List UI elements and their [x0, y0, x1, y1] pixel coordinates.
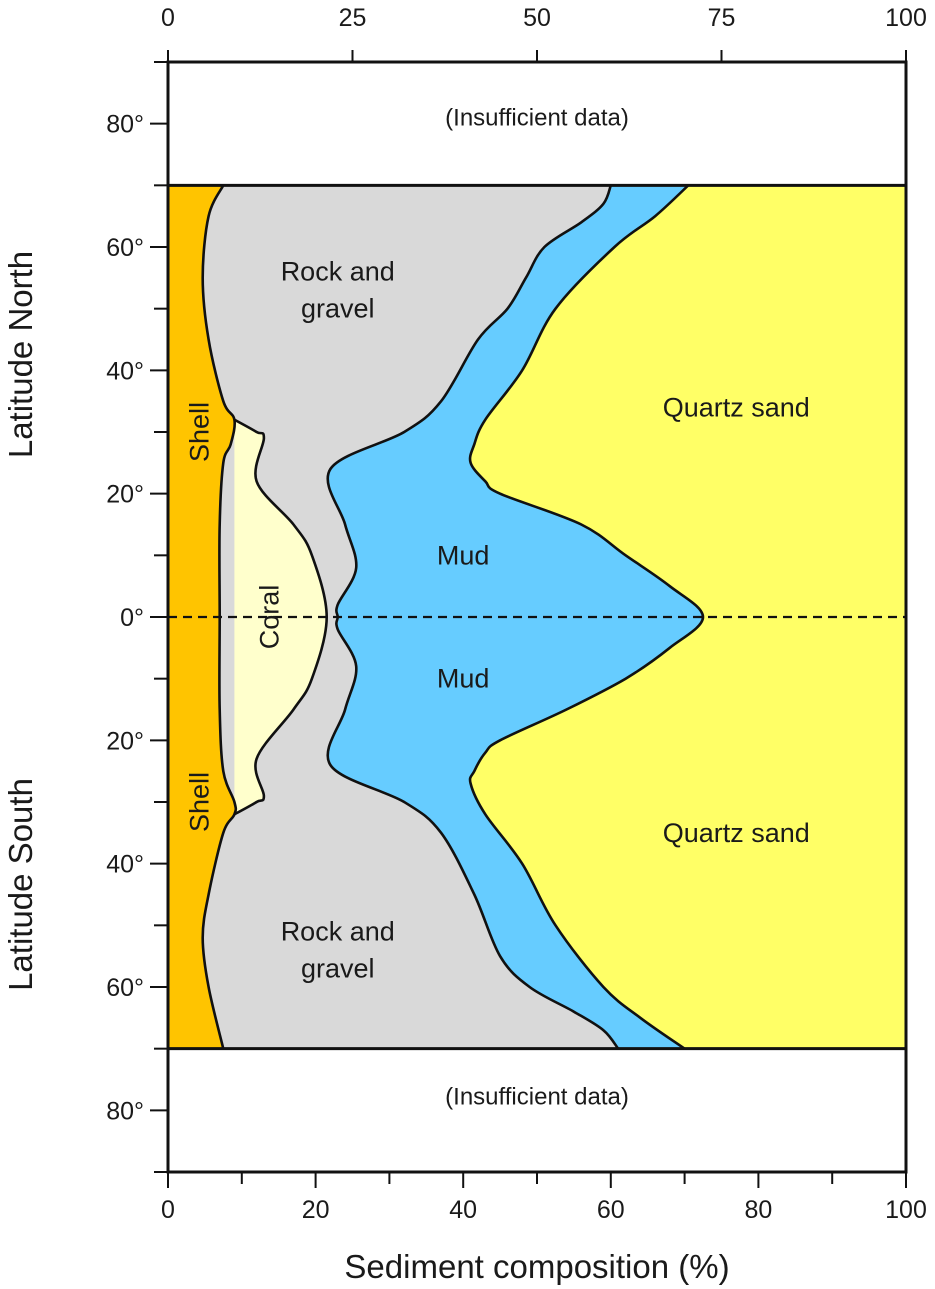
quartz-sand-label: Quartz sand: [663, 818, 810, 848]
coral-label: Coral: [254, 585, 284, 650]
insufficient-data-south: (Insufficient data): [445, 1083, 629, 1110]
y-tick-label: 80°: [106, 1097, 144, 1125]
x-tick-label-bottom: 60: [597, 1196, 625, 1224]
y-tick-label: 20°: [106, 727, 144, 755]
shell-label: Shell: [184, 772, 214, 832]
x-tick-label-bottom: 20: [302, 1196, 330, 1224]
mud-label: Mud: [437, 540, 490, 570]
x-tick-label-top: 100: [885, 4, 927, 32]
x-tick-label-bottom: 80: [744, 1196, 772, 1224]
x-tick-label-bottom: 0: [161, 1196, 175, 1224]
x-axis-title: Sediment composition (%): [344, 1248, 729, 1285]
mud-boundary: [468, 184, 705, 1050]
y-axis-title-south: Latitude South: [2, 778, 39, 991]
x-tick-label-top: 0: [161, 4, 175, 32]
y-tick-label: 60°: [106, 234, 144, 262]
mud-label: Mud: [437, 664, 490, 694]
rock-and-gravel-label: Rock and: [281, 917, 395, 947]
rock-and-gravel-label: Rock and: [281, 257, 395, 287]
y-tick-label: 60°: [106, 974, 144, 1002]
x-tick-label-top: 75: [708, 4, 736, 32]
shell-label: Shell: [184, 402, 214, 462]
axis-ticks: [150, 50, 907, 1188]
x-tick-label-top: 25: [339, 4, 367, 32]
x-tick-label-top: 50: [523, 4, 551, 32]
y-tick-label: 80°: [106, 111, 144, 139]
rock-and-gravel-area: [168, 185, 619, 1049]
y-tick-label: 20°: [106, 481, 144, 509]
x-tick-label-bottom: 100: [885, 1196, 927, 1224]
rock-and-gravel-boundary: [326, 184, 620, 1050]
chart-labels: 80° 60° 40° 20° 0° 20° 40° 60° 80° 0 20 40 60 80 100 0 2…: [2, 4, 927, 1285]
rock-and-gravel-label: gravel: [301, 294, 375, 324]
y-axis-title-north: Latitude North: [2, 251, 39, 458]
y-tick-label: 40°: [106, 357, 144, 385]
quartz-sand-label: Quartz sand: [663, 392, 810, 422]
insufficient-data-north: (Insufficient data): [445, 105, 629, 132]
y-tick-label: 40°: [106, 851, 144, 879]
x-tick-label-bottom: 40: [449, 1196, 477, 1224]
y-tick-label: 0°: [120, 604, 144, 632]
rock-and-gravel-label: gravel: [301, 954, 375, 984]
